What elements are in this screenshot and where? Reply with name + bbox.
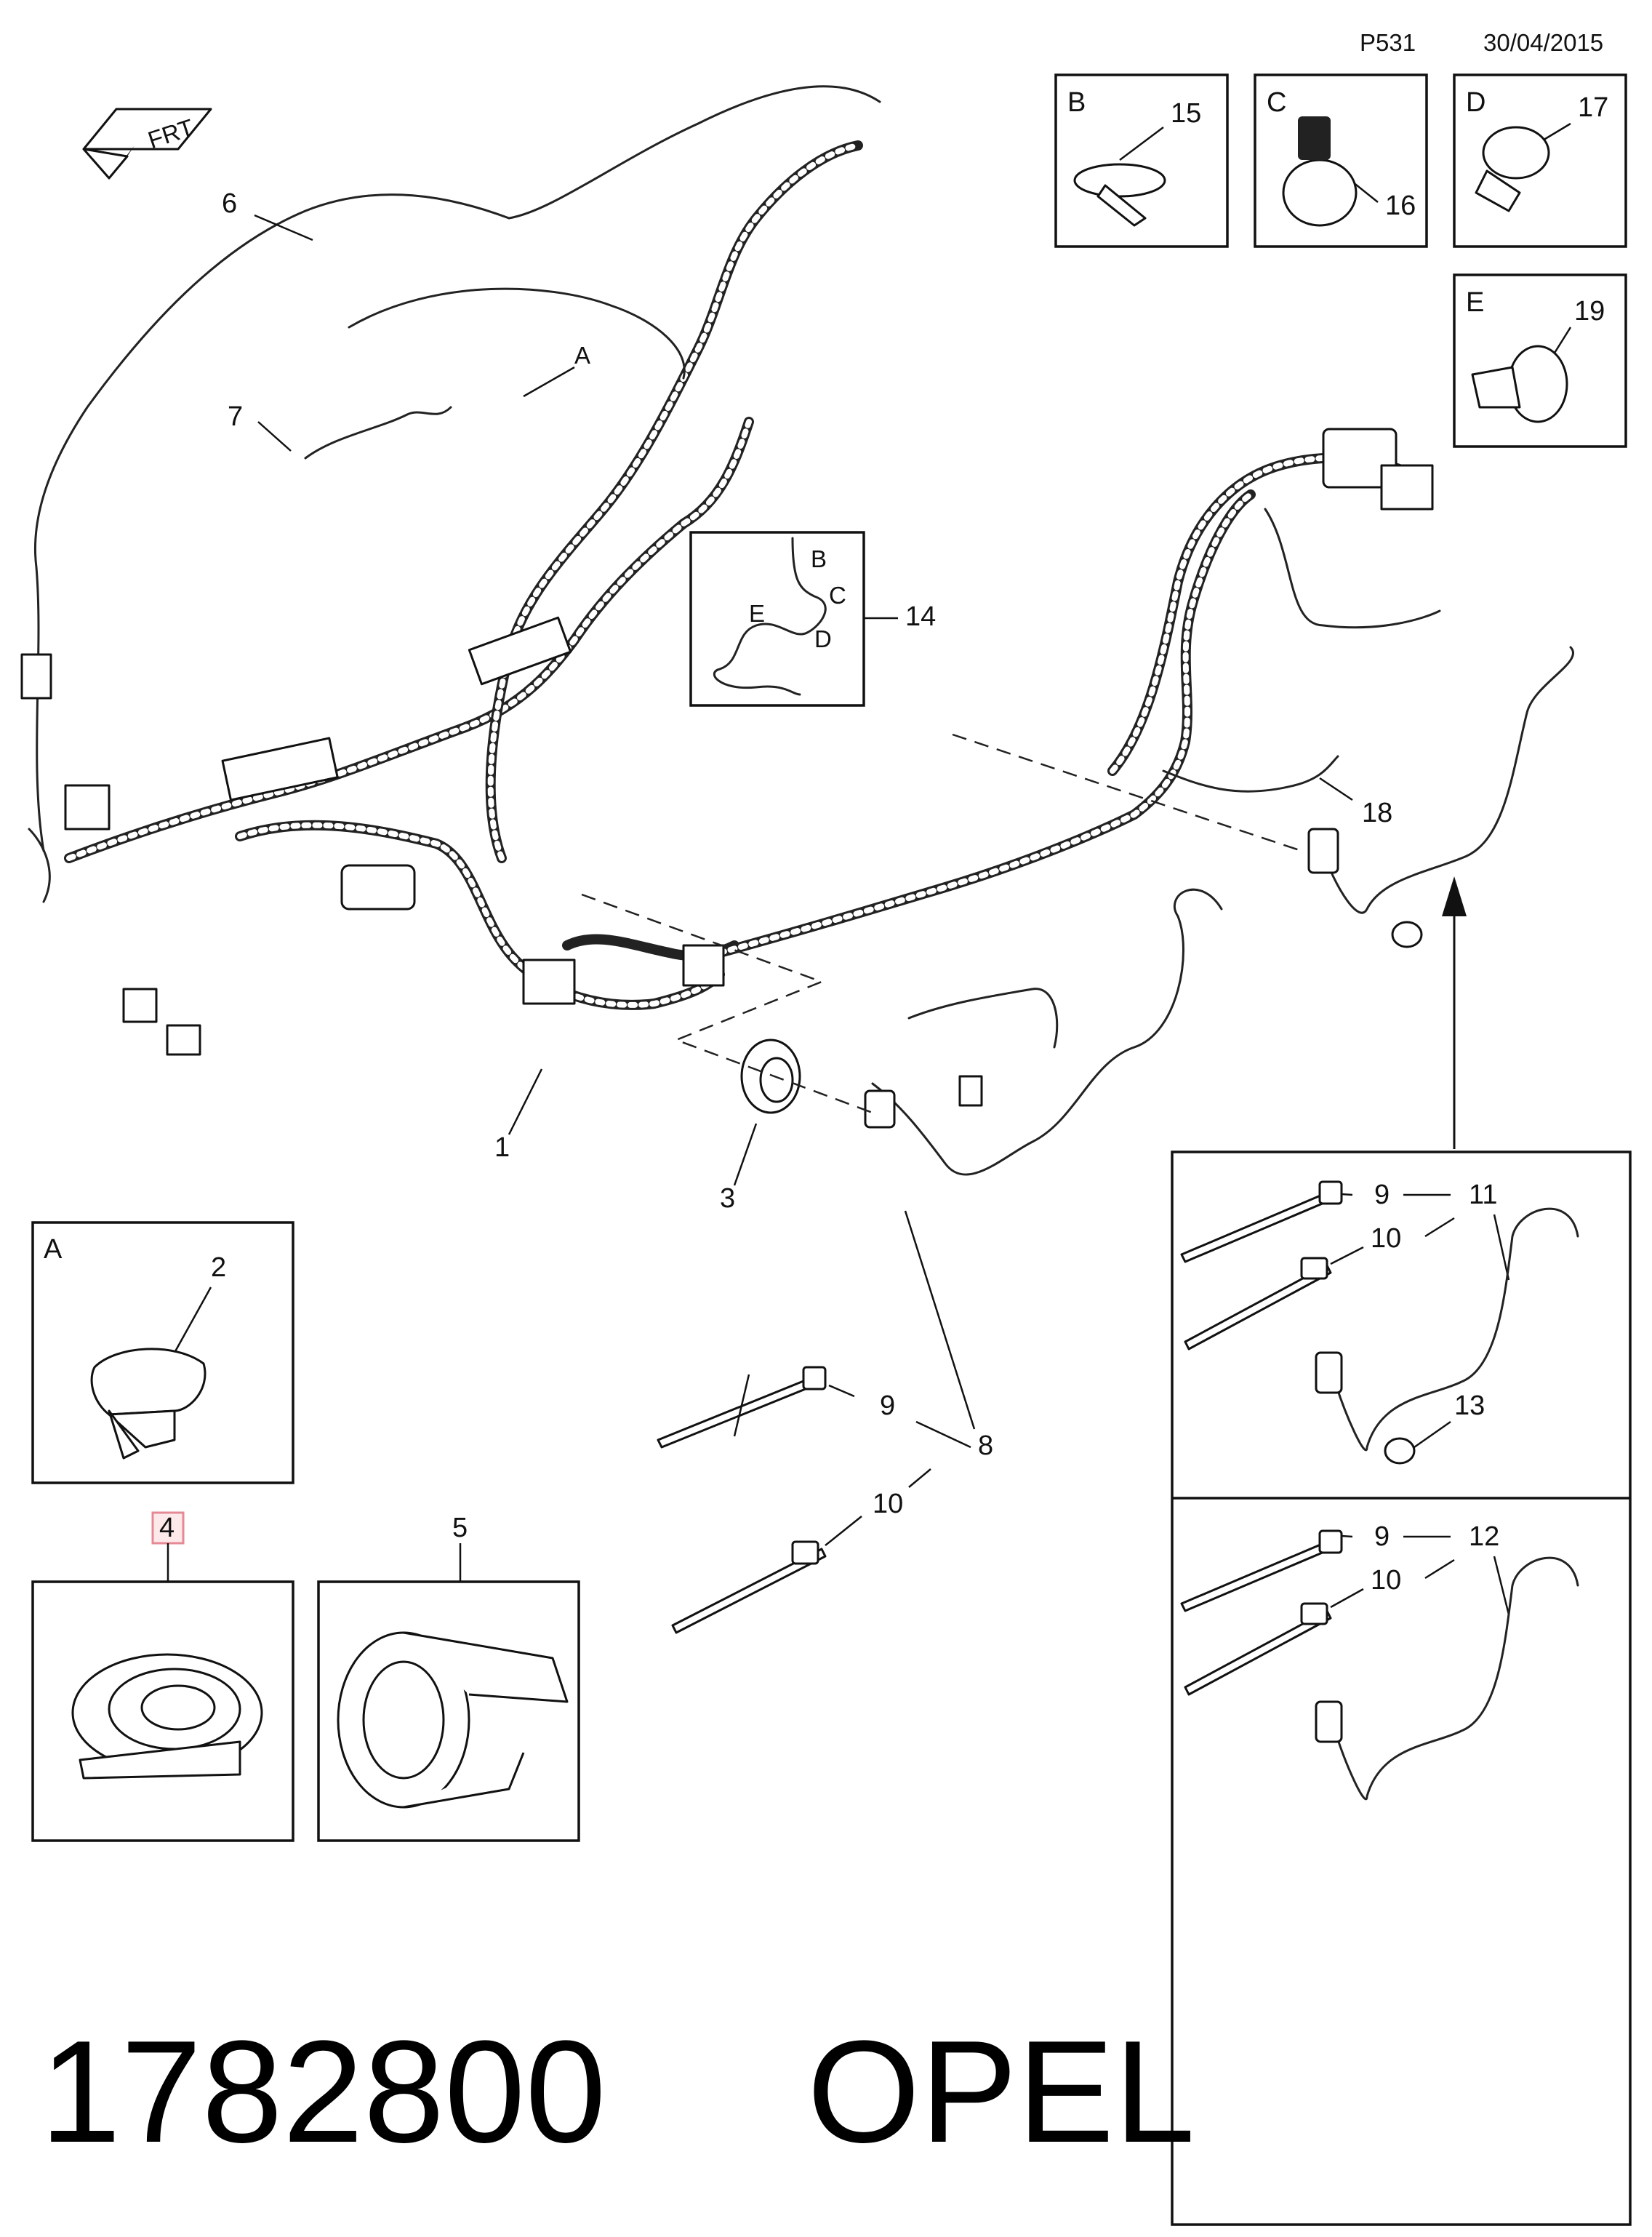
detail-14-letter-d: D	[814, 625, 832, 652]
roof-harness	[20, 85, 881, 1056]
callout-2: 2	[211, 1252, 226, 1283]
callout-11: 11	[1469, 1180, 1497, 1210]
callout-3: 3	[720, 1183, 735, 1214]
detail-b-letter: B	[1067, 87, 1086, 118]
detail-box-d: D 17	[1453, 73, 1627, 248]
callout-a-letter: A	[574, 342, 590, 369]
callout-9-upper: 9	[1374, 1180, 1390, 1210]
callout-7: 7	[228, 401, 243, 432]
callout-15: 15	[1171, 98, 1201, 129]
callout-12: 12	[1469, 1521, 1499, 1552]
front-arrow-icon: FRT	[82, 108, 212, 180]
callout-10-center: 10	[873, 1489, 903, 1519]
callout-18: 18	[1362, 798, 1392, 828]
cable-tie-center: 9 8 10	[657, 1210, 993, 1634]
detail-14: B C E D	[689, 531, 898, 707]
detail-d-letter: D	[1466, 87, 1485, 118]
callout-10-lower: 10	[1371, 1565, 1401, 1596]
footer-part-number: 1782800	[40, 2011, 606, 2173]
detail-c-letter: C	[1267, 87, 1286, 118]
callout-8: 8	[978, 1430, 993, 1461]
footer-brand: OPEL	[807, 2011, 1195, 2173]
callout-14: 14	[905, 601, 936, 632]
callout-16: 16	[1385, 191, 1416, 221]
right-harness	[1107, 428, 1441, 793]
detail-box-c: C 16	[1254, 73, 1428, 248]
detail-14-letter-e: E	[749, 600, 765, 627]
item-4-tape: 4	[31, 1511, 294, 1842]
callout-4: 4	[159, 1513, 175, 1543]
detail-a-letter: A	[44, 1234, 63, 1265]
item-5-tape-roll: 5	[317, 1513, 580, 1842]
callout-13: 13	[1454, 1390, 1485, 1421]
detail-box-b: B 15	[1054, 73, 1229, 248]
variant-arrow-icon	[1442, 876, 1467, 1149]
callout-5: 5	[452, 1513, 468, 1543]
variant-panel: 9 11 10 13 9 12 10	[1171, 1150, 1632, 2226]
callout-10-upper: 10	[1371, 1223, 1401, 1254]
grommet-item-3	[740, 1039, 801, 1114]
detail-box-a: A 2	[31, 1221, 294, 1484]
rear-door-harness	[1307, 646, 1574, 948]
detail-14-letter-b: B	[811, 545, 827, 572]
callout-9-center: 9	[880, 1390, 895, 1421]
detail-14-letter-c: C	[829, 582, 846, 609]
door-harness-front	[864, 888, 1223, 1176]
detail-box-e: E 19	[1453, 273, 1627, 448]
page-date: 30/04/2015	[1483, 29, 1603, 56]
callout-19: 19	[1574, 296, 1605, 327]
callout-6: 6	[222, 188, 237, 219]
main-harness	[64, 140, 1256, 1010]
dashed-connectors	[581, 733, 1302, 1114]
callout-9-lower: 9	[1374, 1521, 1390, 1552]
detail-e-letter: E	[1466, 287, 1484, 318]
page-code: P531	[1360, 29, 1416, 56]
callout-17: 17	[1578, 92, 1608, 123]
callout-1: 1	[494, 1132, 510, 1163]
